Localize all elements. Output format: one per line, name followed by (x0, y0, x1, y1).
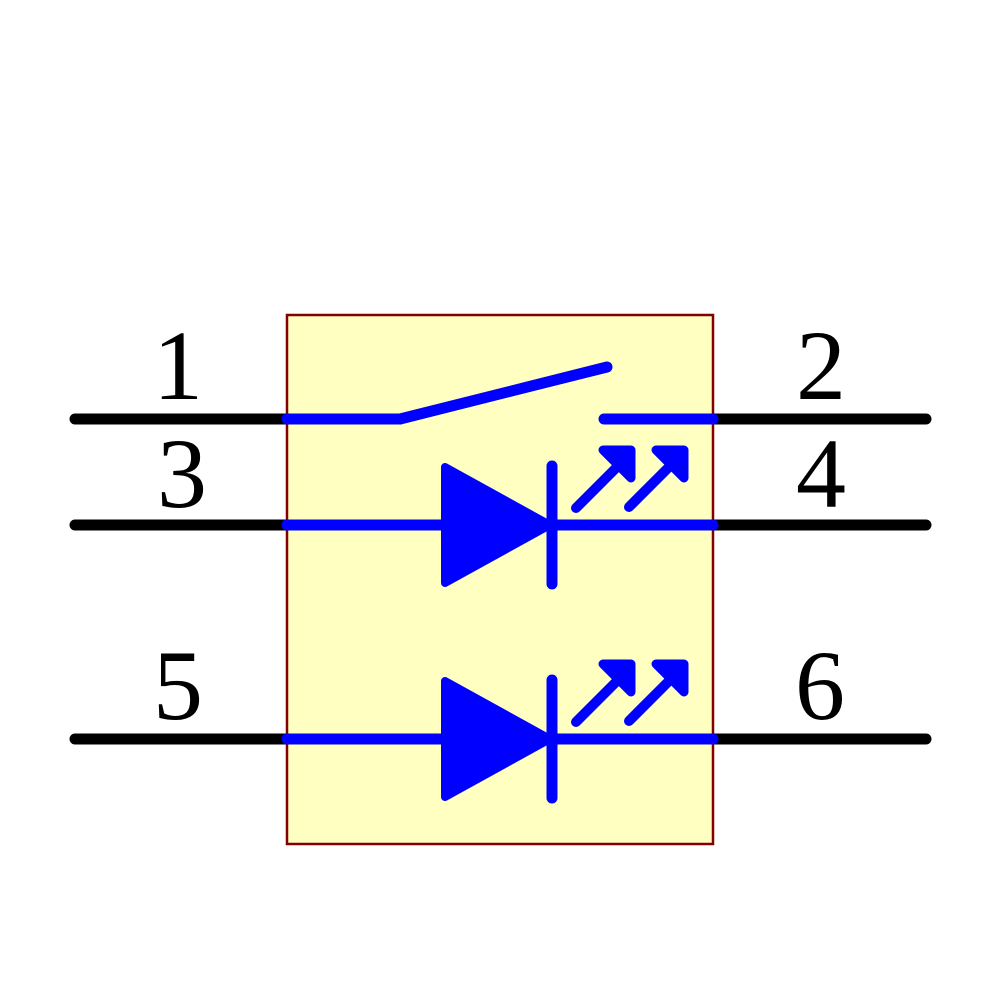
switch-blade (394, 361, 613, 425)
pin-6-number: 6 (795, 630, 845, 741)
led-icon[interactable] (281, 659, 719, 804)
spst-switch-icon[interactable] (281, 361, 719, 425)
emission-arrow-shaft (571, 676, 622, 727)
pin-4-number: 4 (796, 418, 846, 529)
emission-arrow-head (651, 445, 689, 483)
diode-triangle (441, 463, 554, 587)
emission-arrow-head (598, 445, 636, 483)
emission-arrow-shaft (624, 675, 675, 726)
light-emission-arrows-icon (571, 659, 689, 727)
pin-5-number: 5 (153, 630, 203, 741)
pin-1-number: 1 (153, 310, 203, 421)
light-emission-arrows-icon (571, 445, 689, 513)
emission-arrow-head (598, 659, 636, 697)
emission-arrow-head (651, 659, 689, 697)
diode-triangle (441, 677, 554, 801)
pin-3-number: 3 (157, 418, 207, 529)
emission-arrow-shaft (624, 461, 675, 512)
pin-2-number: 2 (796, 310, 846, 421)
emission-arrow-shaft (571, 462, 622, 513)
led-icon[interactable] (281, 445, 719, 590)
